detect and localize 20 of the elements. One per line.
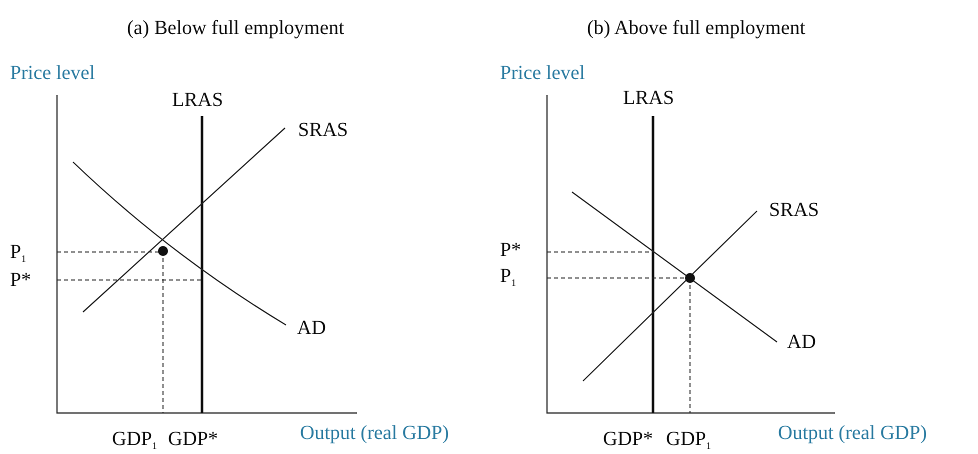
curve-label: SRAS bbox=[298, 120, 348, 140]
axis-tick-label: GDP* bbox=[168, 429, 218, 449]
axis-tick-label: GDP* bbox=[603, 429, 654, 449]
curve-label: LRAS bbox=[172, 90, 224, 110]
chart-title: (b) Above full employment bbox=[587, 18, 806, 38]
axis-tick-label: GDP$_{1}$ bbox=[112, 429, 158, 452]
curve-label: AD bbox=[297, 318, 326, 338]
axis-tick-label: GDP$_{1}$ bbox=[666, 429, 712, 452]
chart-title: (a) Below full employment bbox=[127, 18, 344, 38]
curve-label: LRAS bbox=[623, 88, 674, 108]
axis-tick-label: P$_{1}$ bbox=[500, 266, 516, 289]
axis-tick-label: P$_{1}$ bbox=[10, 242, 26, 265]
axis-tick-label: P* bbox=[10, 270, 32, 290]
axis-title: Price level bbox=[500, 63, 585, 83]
axis-title: Output (real GDP) bbox=[778, 423, 927, 443]
curve-label: SRAS bbox=[769, 200, 820, 220]
axis-tick-label: P* bbox=[500, 240, 522, 260]
curve-label: AD bbox=[787, 332, 816, 352]
axis-title: Output (real GDP) bbox=[300, 423, 449, 443]
axis-title: Price level bbox=[10, 63, 95, 83]
